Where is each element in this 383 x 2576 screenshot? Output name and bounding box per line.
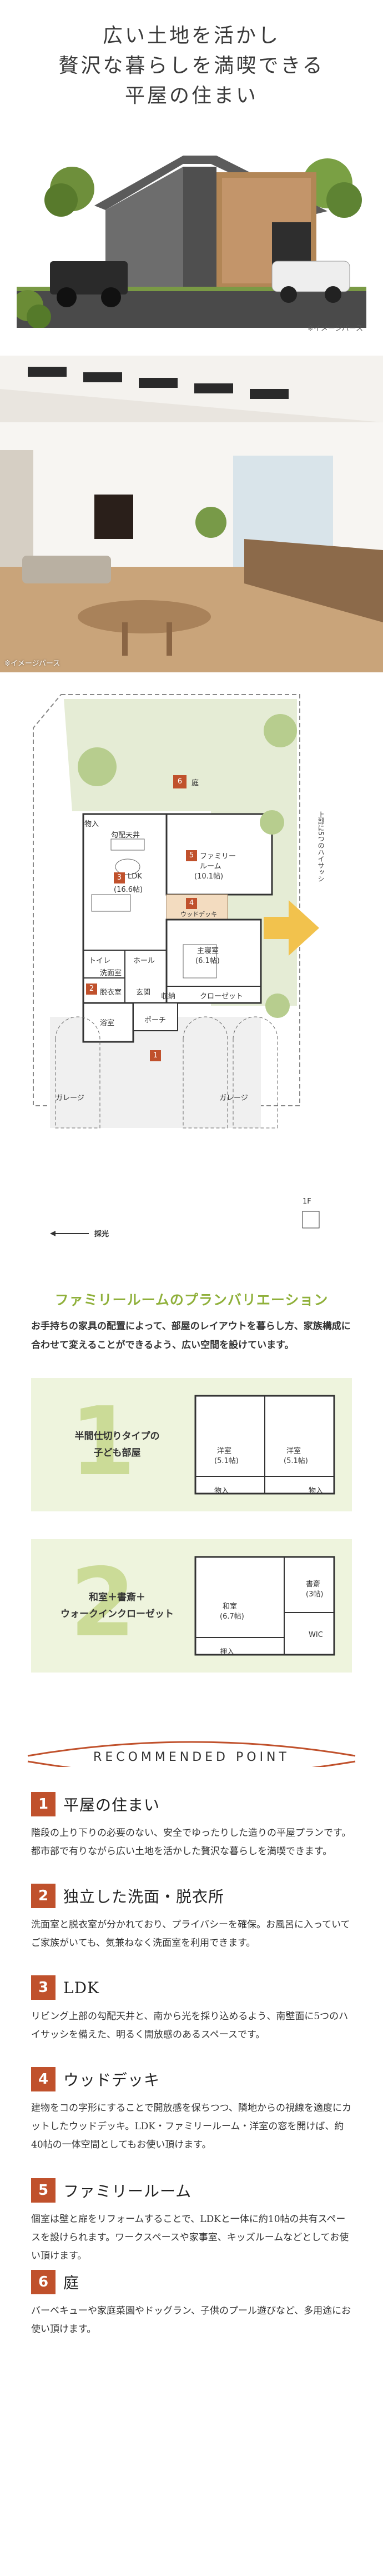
plan-floor-label: 1F bbox=[303, 1197, 311, 1206]
point-1: 1 平屋の住まい 階段の上り下りの必要のない、安全でゆったりした造りの平屋プラン… bbox=[31, 1792, 352, 1861]
hero-section: 広い土地を活かし 贅沢な暮らしを満喫できる 平屋の住まい ※イメージパース bbox=[0, 0, 383, 339]
plan-garage-1: ガレージ bbox=[56, 1094, 84, 1102]
point-text: 洗面室と脱衣室が分かれており、プライバシーを確保。お風呂に入っていてご家族がいて… bbox=[31, 1919, 350, 1949]
var2-storage: 押入 bbox=[220, 1648, 235, 1656]
plan-deck-marker: 4 bbox=[186, 898, 197, 909]
variation-card-2: 2 和室＋書斎＋ ウォークインクローゼット 和室 (6.7帖) 書斎 (3帖) … bbox=[31, 1539, 352, 1673]
point-number: 5 bbox=[31, 2178, 56, 2203]
point-text: バーベキューや家庭菜園やドッグラン、子供のプール遊びなど、多用途にお使い頂けます… bbox=[31, 2305, 351, 2335]
variation-card-1: 1 半間仕切りタイプの 子ども部屋 洋室 (5.1帖) 洋室 (5.1帖) 物入… bbox=[31, 1378, 352, 1511]
interior-caption: ※イメージパース bbox=[4, 660, 61, 668]
point-title: 平屋の住まい bbox=[63, 1796, 160, 1814]
variation-number: 2 bbox=[70, 1548, 136, 1658]
plan-master: 主寝室 bbox=[197, 947, 219, 955]
point-text: 建物をコの字形にすることで開放感を保ちつつ、隣地からの視線を適度にカットしたウッ… bbox=[31, 2103, 351, 2150]
plan-loft: 勾配天井 bbox=[111, 831, 140, 840]
recommended-header-frame bbox=[27, 1741, 356, 1767]
var1-storage-2: 物入 bbox=[309, 1487, 324, 1495]
plan-bath: 浴室 bbox=[100, 1019, 115, 1027]
plan-storage-top: 物入 bbox=[84, 820, 99, 828]
variation-label-line-2: ウォークインクローゼット bbox=[61, 1609, 174, 1620]
point-title: 独立した洗面・脱衣所 bbox=[63, 1888, 225, 1906]
var1-room-1-size: (5.1帖) bbox=[214, 1457, 239, 1465]
floor-plan-drawing bbox=[33, 694, 320, 1236]
var2-room-1-size: (6.7帖) bbox=[220, 1613, 244, 1621]
plan-ldk: LDK bbox=[128, 872, 142, 881]
plan-wash: 洗面室 bbox=[100, 969, 122, 977]
plan-closet: クローゼット bbox=[200, 992, 244, 1001]
point-title: ウッドデッキ bbox=[63, 2071, 160, 2089]
plan-niwa-marker: 6 bbox=[173, 775, 187, 788]
plan-deck: ウッドデッキ bbox=[180, 911, 217, 918]
variations-title: ファミリールームのプランバリエーション bbox=[54, 1292, 329, 1308]
plan-ldk-marker: 3 bbox=[114, 872, 125, 883]
plan-dressing: 脱衣室 bbox=[100, 989, 122, 997]
hero-title-line-1: 広い土地を活かし bbox=[102, 24, 280, 47]
point-number: 3 bbox=[31, 1975, 56, 2000]
plan-sunlight-label: 採光 bbox=[94, 1230, 109, 1239]
house-exterior-image bbox=[17, 122, 366, 328]
plan-master-size: (6.1帖) bbox=[195, 957, 220, 965]
variation-plan-1 bbox=[194, 1395, 335, 1495]
interior-image bbox=[0, 356, 383, 672]
variation-label-line-2: 子ども部屋 bbox=[93, 1447, 141, 1459]
point-text: リビング上部の勾配天井と、南から光を採り込めるよう、南壁面に5つのハイサッシを備… bbox=[31, 2011, 349, 2040]
plan-family-marker: 5 bbox=[186, 850, 197, 861]
var1-storage-1: 物入 bbox=[214, 1487, 229, 1495]
plan-ldk-size: (16.6帖) bbox=[114, 886, 143, 894]
variations-desc: お手持ちの家具の配置によって、部屋のレイアウトを暮らし方、家族構成に合わせて変え… bbox=[31, 1321, 351, 1351]
hero-title-line-3: 平屋の住まい bbox=[124, 84, 258, 107]
plan-family-label-2: ルーム bbox=[200, 862, 221, 871]
variation-plan-2 bbox=[194, 1556, 335, 1656]
point-number: 4 bbox=[31, 2067, 56, 2091]
plan-niwa-label: 庭 bbox=[192, 779, 199, 787]
point-title: ファミリールーム bbox=[63, 2182, 192, 2200]
point-4: 4 ウッドデッキ 建物をコの字形にすることで開放感を保ちつつ、隣地からの視線を適… bbox=[31, 2067, 352, 2154]
variation-label-line-1: 和室＋書斎＋ bbox=[89, 1592, 145, 1603]
variation-number: 1 bbox=[70, 1387, 136, 1497]
point-text: 階段の上り下りの必要のない、安全でゆったりした造りの平屋プランです。都市部で有り… bbox=[31, 1828, 351, 1857]
var2-room-1: 和室 bbox=[223, 1602, 238, 1611]
var1-room-1: 洋室 bbox=[217, 1447, 232, 1455]
point-title: 庭 bbox=[63, 2274, 80, 2292]
point-title: LDK bbox=[63, 1978, 99, 1997]
interior-section: ※イメージパース bbox=[0, 356, 383, 672]
point-3: 3 LDK リビング上部の勾配天井と、南から光を採り込めるよう、南壁面に5つのハ… bbox=[31, 1975, 352, 2044]
point-6: 6 庭 バーベキューや家庭菜園やドッグラン、子供のプール遊びなど、多用途にお使い… bbox=[31, 2270, 352, 2339]
hero-title: 広い土地を活かし 贅沢な暮らしを満喫できる 平屋の住まい bbox=[0, 21, 383, 111]
plan-storage: 収納 bbox=[161, 992, 176, 1001]
plan-window-note: 上部に5つのハイサッシ bbox=[317, 811, 325, 882]
point-2: 2 独立した洗面・脱衣所 洗面室と脱衣室が分かれており、プライバシーを確保。お風… bbox=[31, 1884, 352, 1953]
point-text: 個室は壁と扉をリフォームすることで、LDKと一体に約10帖の共有スペースを設けら… bbox=[31, 2214, 349, 2262]
plan-toilet: トイレ bbox=[89, 957, 111, 965]
point-5: 5 ファミリールーム 個室は壁と扉をリフォームすることで、LDKと一体に約10帖… bbox=[31, 2178, 352, 2265]
var2-room-2: 書斎 bbox=[306, 1580, 321, 1589]
plan-wash-marker: 2 bbox=[86, 984, 97, 995]
variation-label: 和室＋書斎＋ ウォークインクローゼット bbox=[53, 1589, 181, 1623]
plan-garage-2: ガレージ bbox=[219, 1094, 248, 1102]
hero-title-line-2: 贅沢な暮らしを満喫できる bbox=[58, 54, 325, 77]
floor-plan-section: 6 庭 物入 勾配天井 3 LDK (16.6帖) 5 ファミリー ルーム (1… bbox=[0, 683, 383, 1272]
plan-family-size: (10.1帖) bbox=[194, 872, 224, 881]
var1-room-2: 洋室 bbox=[286, 1447, 301, 1455]
plan-entrance: 玄関 bbox=[136, 989, 151, 997]
variation-label-line-1: 半間仕切りタイプの bbox=[74, 1431, 160, 1442]
variation-label: 半間仕切りタイプの 子ども部屋 bbox=[53, 1428, 181, 1461]
var2-room-2-size: (3帖) bbox=[306, 1590, 324, 1599]
hero-caption: ※イメージパース bbox=[307, 325, 363, 333]
point-number: 6 bbox=[31, 2270, 56, 2294]
var1-room-2-size: (5.1帖) bbox=[284, 1457, 308, 1465]
recommended-title: RECOMMENDED POINT bbox=[93, 1750, 290, 1764]
var2-wic: WIC bbox=[309, 1631, 323, 1639]
plan-porch-marker: 1 bbox=[150, 1050, 161, 1061]
plan-hall: ホール bbox=[133, 957, 155, 965]
plan-family-label: ファミリー bbox=[200, 852, 236, 861]
point-number: 1 bbox=[31, 1792, 56, 1816]
plan-porch: ポーチ bbox=[144, 1016, 167, 1025]
point-number: 2 bbox=[31, 1884, 56, 1908]
